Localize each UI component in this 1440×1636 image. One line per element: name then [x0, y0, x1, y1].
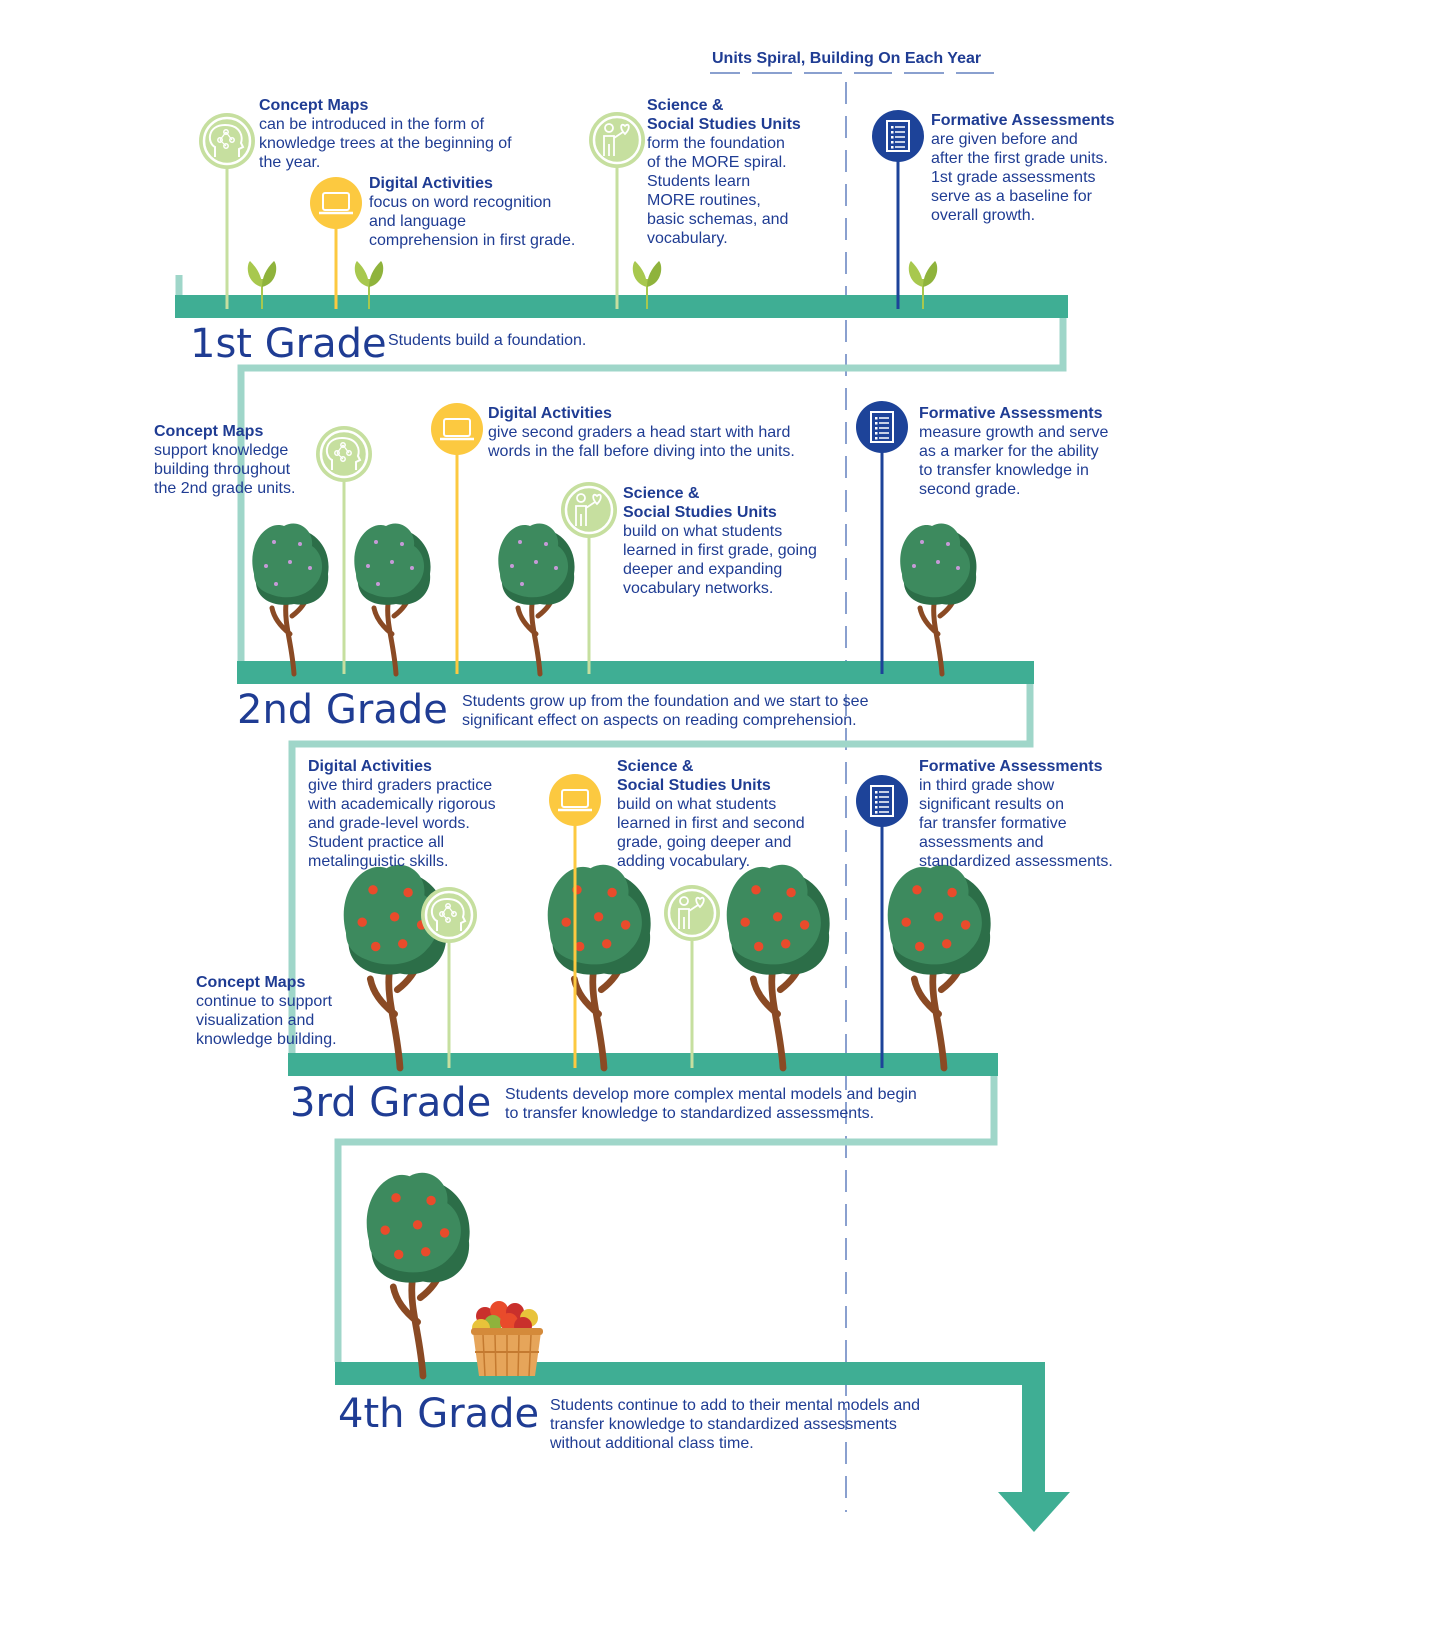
g2-tree-3	[498, 523, 575, 677]
grade-title-2nd: 2nd Grade	[237, 687, 448, 733]
g1-digital-activities-heading: Digital Activities	[369, 175, 493, 192]
g2-formative-text: Formative Assessments measure growth and…	[919, 404, 1149, 499]
g1-formative-heading: Formative Assessments	[931, 112, 1115, 129]
g4-tree-1	[366, 1172, 470, 1380]
g3-units-body: build on what students learned in first …	[617, 796, 805, 870]
g1-units-pin	[589, 112, 645, 309]
g1-sprout-1	[247, 261, 277, 309]
g1-units-body: form the foundation of the MORE spiral. …	[647, 135, 789, 247]
g1-concept-maps-body: can be introduced in the form of knowled…	[259, 116, 512, 171]
g2-concept-maps-text: Concept Maps support knowledge building …	[154, 422, 334, 498]
g1-sprout-2	[354, 261, 384, 309]
g2-formative-pin	[856, 401, 908, 674]
g3-tree-1	[343, 864, 447, 1072]
g2-digital-activities-pin	[431, 403, 483, 674]
g1-units-heading: Science & Social Studies Units	[647, 97, 801, 133]
g2-units-body: build on what students learned in first …	[623, 523, 817, 597]
g1-formative-text: Formative Assessments are given before a…	[931, 111, 1161, 225]
g3-tree-4	[887, 864, 991, 1072]
g3-tree-3	[726, 864, 830, 1072]
grade-desc-3rd: Students develop more complex mental mod…	[505, 1086, 917, 1122]
grade-title-1st: 1st Grade	[190, 321, 387, 367]
grade-title-4th: 4th Grade	[338, 1391, 540, 1437]
g2-concept-maps-body: support knowledge building throughout th…	[154, 442, 296, 497]
platform-1st-grade	[175, 295, 1068, 318]
g1-sprout-3	[632, 261, 662, 309]
g3-formative-text: Formative Assessments in third grade sho…	[919, 757, 1159, 871]
g2-formative-body: measure growth and serve as a marker for…	[919, 424, 1109, 498]
g4-apple-basket	[471, 1301, 543, 1377]
g1-formative-pin	[872, 110, 924, 309]
g3-formative-pin	[856, 775, 908, 1068]
g1-digital-activities-pin	[310, 177, 362, 309]
g2-concept-maps-heading: Concept Maps	[154, 423, 264, 440]
g3-concept-maps-body: continue to support visualization and kn…	[196, 993, 337, 1048]
g3-formative-heading: Formative Assessments	[919, 758, 1103, 775]
g2-digital-activities-body: give second graders a head start with ha…	[488, 424, 795, 460]
g1-concept-maps-heading: Concept Maps	[259, 97, 369, 114]
g3-units-text: Science & Social Studies Units build on …	[617, 757, 857, 871]
g3-concept-maps-pin	[421, 887, 477, 1068]
g2-tree-4	[900, 523, 977, 677]
platform-2nd-grade	[237, 661, 1034, 684]
g1-digital-activities-text: Digital Activities focus on word recogni…	[369, 174, 629, 250]
grade-desc-1st: Students build a foundation.	[388, 332, 587, 349]
g1-concept-maps-pin	[199, 113, 255, 309]
g2-digital-activities-text: Digital Activities give second graders a…	[488, 404, 848, 461]
g2-formative-heading: Formative Assessments	[919, 405, 1103, 422]
g3-concept-maps-text: Concept Maps continue to support visuali…	[196, 973, 376, 1049]
g2-tree-1	[252, 523, 329, 677]
final-arrow	[998, 1385, 1070, 1532]
g3-digital-activities-heading: Digital Activities	[308, 758, 432, 775]
connector-path	[175, 275, 1067, 1362]
g3-digital-activities-body: give third graders practice with academi…	[308, 777, 496, 870]
spiral-header: Units Spiral, Building On Each Year	[712, 50, 982, 67]
g1-digital-activities-body: focus on word recognition and language c…	[369, 194, 576, 249]
platform-3rd-grade	[288, 1053, 998, 1076]
platform-4th-grade	[335, 1362, 1045, 1385]
grade-desc-2nd: Students grow up from the foundation and…	[462, 693, 869, 729]
g2-tree-2	[354, 523, 431, 677]
g3-digital-activities-text: Digital Activities give third graders pr…	[308, 757, 548, 871]
g3-tree-2	[547, 864, 651, 1072]
g2-units-text: Science & Social Studies Units build on …	[623, 484, 863, 598]
g2-digital-activities-heading: Digital Activities	[488, 405, 612, 422]
g2-concept-maps-pin	[316, 426, 372, 674]
g3-concept-maps-heading: Concept Maps	[196, 974, 306, 991]
g2-units-heading: Science & Social Studies Units	[623, 485, 777, 521]
g3-units-pin	[664, 885, 720, 1068]
g1-concept-maps-text: Concept Maps can be introduced in the fo…	[259, 96, 559, 172]
grade-desc-4th: Students continue to add to their mental…	[550, 1397, 921, 1452]
g2-units-pin	[561, 482, 617, 674]
g1-sprout-4	[908, 261, 938, 309]
grade-title-3rd: 3rd Grade	[290, 1080, 492, 1126]
g3-formative-body: in third grade show significant results …	[919, 777, 1113, 870]
g1-units-text: Science & Social Studies Units form the …	[647, 96, 847, 248]
g1-formative-body: are given before and after the first gra…	[931, 131, 1108, 224]
g3-units-heading: Science & Social Studies Units	[617, 758, 771, 794]
g3-digital-activities-pin	[549, 774, 601, 1068]
